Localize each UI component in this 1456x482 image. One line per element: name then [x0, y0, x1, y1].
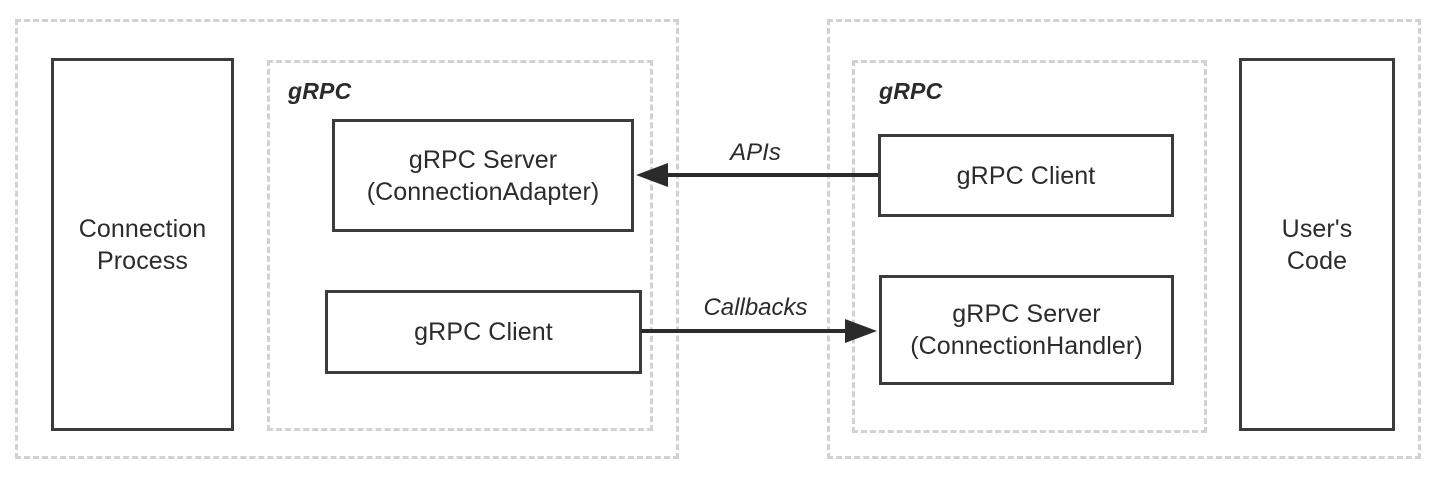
right-grpc-client-box[interactable]: gRPC Client [878, 134, 1174, 217]
users-code-label: User's Code [1281, 214, 1353, 275]
right-process-container [827, 19, 1421, 459]
left-grpc-container [267, 60, 653, 431]
left-grpc-client-box[interactable]: gRPC Client [325, 290, 642, 374]
left-grpc-client-label: gRPC Client [414, 318, 553, 346]
callbacks-edge-label: Callbacks [703, 294, 808, 321]
users-code-box[interactable]: User's Code [1239, 58, 1395, 431]
right-grpc-container [852, 60, 1207, 433]
left-grpc-caption: gRPC [288, 78, 352, 104]
left-process-container [15, 19, 679, 459]
right-grpc-client-label: gRPC Client [956, 161, 1096, 190]
right-grpc-server-label: gRPC Server (ConnectionHandler) [910, 300, 1143, 360]
apis-edge-label: APIs [730, 139, 781, 166]
right-grpc-caption: gRPC [879, 78, 943, 104]
left-grpc-server-box[interactable]: gRPC Server (ConnectionAdapter) [332, 119, 634, 232]
connection-process-box[interactable]: Connection Process [51, 58, 234, 431]
left-grpc-server-label: gRPC Server (ConnectionAdapter) [366, 145, 600, 206]
connection-process-label: Connection Process [78, 214, 207, 275]
right-grpc-server-box[interactable]: gRPC Server (ConnectionHandler) [879, 275, 1174, 385]
